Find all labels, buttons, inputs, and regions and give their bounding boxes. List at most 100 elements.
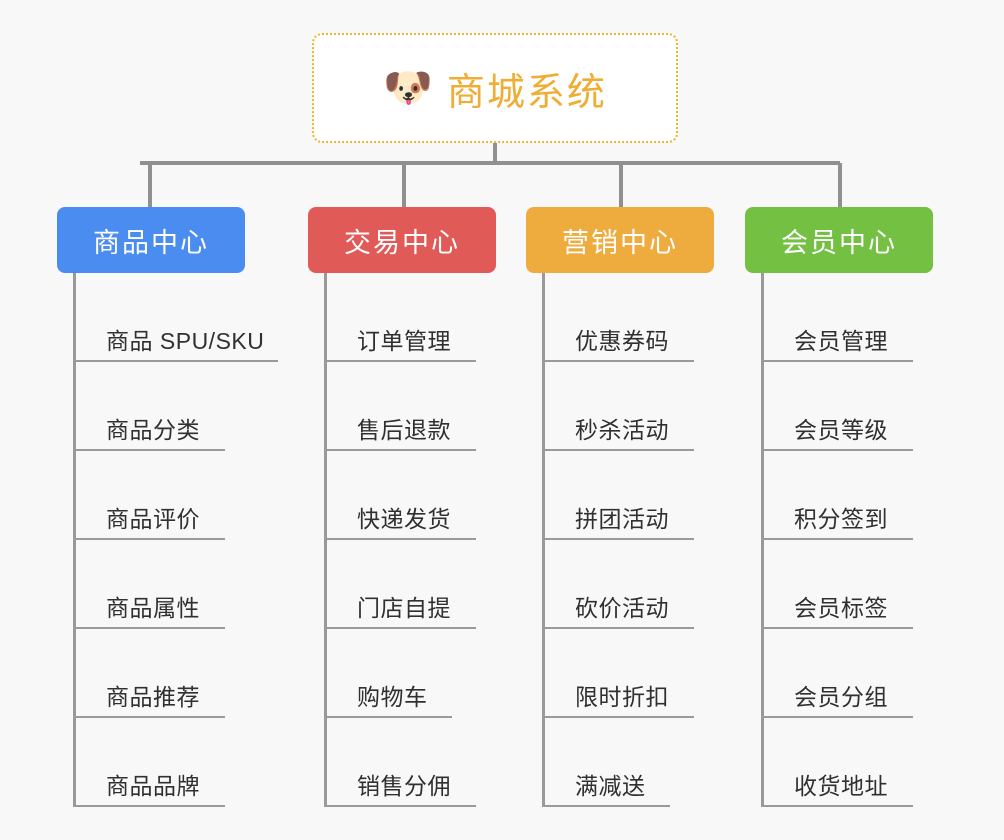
branch-item-rule: [542, 538, 694, 540]
connector-drop-marketing-center: [619, 163, 623, 208]
branch-item[interactable]: 商品推荐: [73, 629, 293, 718]
branch-item-label: 优惠券码: [575, 328, 669, 354]
branch-item[interactable]: 满减送: [542, 718, 762, 807]
branch-item[interactable]: 拼团活动: [542, 451, 762, 540]
branch-item-rule: [542, 805, 670, 807]
branch-header-label: 商品中心: [93, 227, 209, 258]
branch-item-rule: [761, 449, 913, 451]
branch-item-label: 商品评价: [106, 506, 200, 532]
branch-item-label: 积分签到: [794, 506, 888, 532]
branch-item-label: 拼团活动: [575, 506, 669, 532]
branch-item[interactable]: 门店自提: [324, 540, 544, 629]
branch-item-label: 商品品牌: [106, 773, 200, 799]
branch-item-rule: [324, 627, 476, 629]
branch-item[interactable]: 会员标签: [761, 540, 981, 629]
branch-item[interactable]: 会员分组: [761, 629, 981, 718]
branch-item-rule: [73, 627, 225, 629]
branch-item-label: 快递发货: [357, 506, 451, 532]
branch-item-rule: [761, 627, 913, 629]
branch-item[interactable]: 购物车: [324, 629, 544, 718]
branch-header-product-center[interactable]: 商品中心: [57, 207, 245, 273]
shiba-dog-icon: 🐶: [383, 66, 433, 110]
branch-item-rule: [542, 716, 694, 718]
branch-item-label: 售后退款: [357, 417, 451, 443]
branch-item-rule: [761, 805, 913, 807]
branch-item-rule: [324, 716, 452, 718]
branch-item[interactable]: 商品分类: [73, 362, 293, 451]
branch-item[interactable]: 砍价活动: [542, 540, 762, 629]
branch-item-label: 商品属性: [106, 595, 200, 621]
branch-item[interactable]: 优惠券码: [542, 273, 762, 362]
connector-root-stem: [493, 143, 497, 163]
connector-drop-trade-center: [402, 163, 406, 208]
branch-item[interactable]: 商品评价: [73, 451, 293, 540]
branch-header-label: 会员中心: [781, 227, 897, 258]
branch-item-rule: [761, 360, 913, 362]
branch-item-label: 商品推荐: [106, 684, 200, 710]
branch-item-label: 商品 SPU/SKU: [106, 328, 265, 354]
branch-member-center: 会员中心会员管理会员等级积分签到会员标签会员分组收货地址: [745, 207, 933, 807]
branch-spine-product-center: [73, 273, 76, 807]
branch-header-trade-center[interactable]: 交易中心: [308, 207, 496, 273]
branch-item-rule: [73, 360, 278, 362]
branch-item-rule: [542, 627, 694, 629]
branch-item-rule: [542, 360, 694, 362]
connector-drop-product-center: [148, 163, 152, 208]
branch-item[interactable]: 订单管理: [324, 273, 544, 362]
root-node[interactable]: 🐶 商城系统: [312, 33, 678, 143]
branch-item-label: 购物车: [357, 684, 428, 710]
branch-item[interactable]: 限时折扣: [542, 629, 762, 718]
branch-item-label: 收货地址: [794, 773, 888, 799]
branch-item-rule: [73, 538, 225, 540]
branch-product-center: 商品中心商品 SPU/SKU 商品分类商品评价商品属性商品推荐商品品牌: [57, 207, 278, 807]
branch-spine-trade-center: [324, 273, 327, 807]
branch-item-label: 会员等级: [794, 417, 888, 443]
branch-header-marketing-center[interactable]: 营销中心: [526, 207, 714, 273]
branch-item-label: 订单管理: [357, 328, 451, 354]
connector-drop-member-center: [838, 163, 842, 208]
branch-item-label: 秒杀活动: [575, 417, 669, 443]
branch-header-member-center[interactable]: 会员中心: [745, 207, 933, 273]
branch-item-label: 会员分组: [794, 684, 888, 710]
branch-item-rule: [761, 716, 913, 718]
root-title: 商城系统: [446, 71, 607, 114]
branch-trade-center: 交易中心订单管理售后退款快递发货门店自提购物车销售分佣: [308, 207, 496, 807]
branch-item-rule: [324, 538, 476, 540]
branch-item-list-marketing-center: 优惠券码秒杀活动拼团活动砍价活动限时折扣满减送: [542, 273, 762, 807]
branch-item[interactable]: 会员管理: [761, 273, 981, 362]
branch-item-rule: [324, 360, 476, 362]
branch-item-rule: [73, 449, 225, 451]
branch-marketing-center: 营销中心优惠券码秒杀活动拼团活动砍价活动限时折扣满减送: [526, 207, 714, 807]
branch-item-rule: [761, 538, 913, 540]
branch-item[interactable]: 销售分佣: [324, 718, 544, 807]
branch-item-list-member-center: 会员管理会员等级积分签到会员标签会员分组收货地址: [761, 273, 981, 807]
branch-item[interactable]: 售后退款: [324, 362, 544, 451]
connector-horizontal-bus: [140, 161, 840, 165]
branch-item-label: 会员标签: [794, 595, 888, 621]
branch-item-label: 商品分类: [106, 417, 200, 443]
branch-item-label: 销售分佣: [357, 773, 451, 799]
branch-item[interactable]: 商品属性: [73, 540, 293, 629]
branch-item-label: 满减送: [575, 773, 646, 799]
branch-item-list-trade-center: 订单管理售后退款快递发货门店自提购物车销售分佣: [324, 273, 544, 807]
branch-item-list-product-center: 商品 SPU/SKU 商品分类商品评价商品属性商品推荐商品品牌: [73, 273, 293, 807]
branch-item-label: 限时折扣: [575, 684, 669, 710]
branch-item-rule: [73, 716, 225, 718]
branch-item[interactable]: 秒杀活动: [542, 362, 762, 451]
branch-item[interactable]: 收货地址: [761, 718, 981, 807]
branch-item[interactable]: 商品 SPU/SKU: [73, 273, 293, 362]
branch-item-rule: [542, 449, 694, 451]
branch-item[interactable]: 会员等级: [761, 362, 981, 451]
branch-spine-marketing-center: [542, 273, 545, 807]
branch-spine-member-center: [761, 273, 764, 807]
branch-item-rule: [73, 805, 225, 807]
branch-item-label: 会员管理: [794, 328, 888, 354]
branch-item-rule: [324, 805, 476, 807]
branch-item[interactable]: 商品品牌: [73, 718, 293, 807]
branch-header-label: 交易中心: [344, 227, 460, 258]
branch-header-label: 营销中心: [562, 227, 678, 258]
branch-item-label: 门店自提: [357, 595, 451, 621]
branch-item[interactable]: 快递发货: [324, 451, 544, 540]
branch-item[interactable]: 积分签到: [761, 451, 981, 540]
